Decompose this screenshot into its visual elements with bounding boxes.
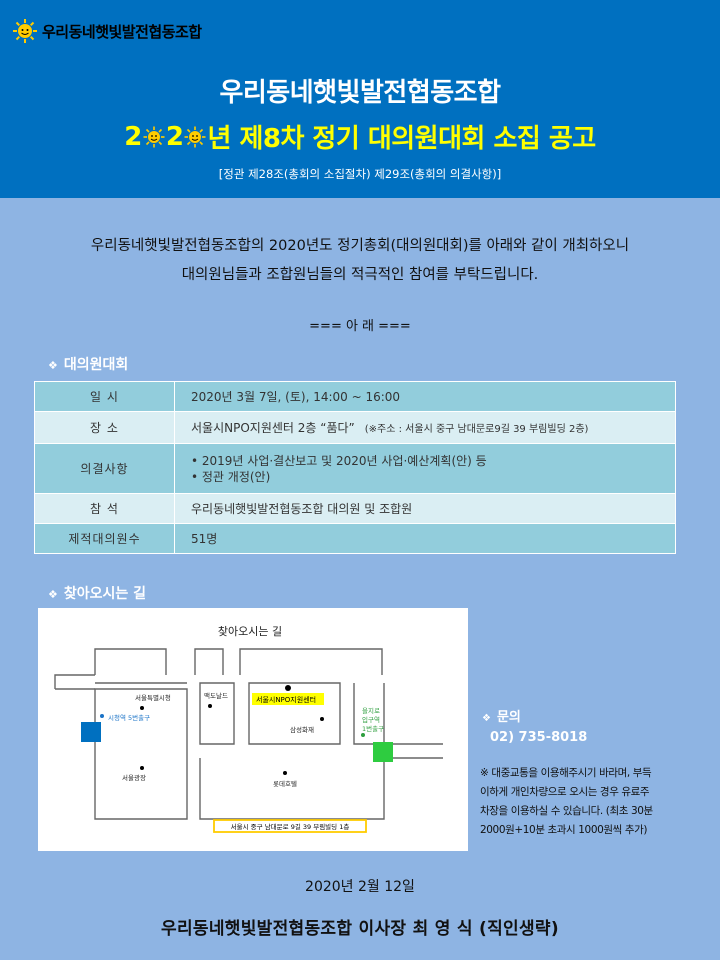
euljiro-label: 을지로 xyxy=(362,706,380,715)
location-dot-icon xyxy=(208,704,212,708)
diamond-bullet-icon: ❖ xyxy=(482,713,491,724)
notice-title-part: 2 xyxy=(124,121,142,152)
transit-line: 2000원+10분 초과시 1000원씩 추가) xyxy=(480,824,648,836)
contact-title: 문의 xyxy=(496,710,521,725)
venue-address-note: (※주소 : 서울시 중구 남대문로9길 39 부림빌딩 2층) xyxy=(364,424,589,435)
below-divider: === 아 래 === xyxy=(309,319,411,334)
map-address: 서울시 중구 남대문로 9길 39 부림빌딩 1층 xyxy=(231,822,350,831)
meeting-info-table: 일 시 2020년 3월 7일, (토), 14:00 ~ 16:00 장 소 … xyxy=(34,381,676,554)
logo: 우리동네햇빛발전협동조합 xyxy=(12,18,202,44)
samsung-label: 삼성화재 xyxy=(290,725,314,734)
plaza-label: 서울광장 xyxy=(122,773,146,782)
directions-section-heading: ❖ 찾아오시는 길 xyxy=(48,583,146,603)
map-streets xyxy=(54,648,443,820)
location-dot-icon xyxy=(140,766,144,770)
directions-section-title: 찾아오시는 길 xyxy=(63,586,147,602)
row-label: 의결사항 xyxy=(34,443,175,494)
table-row: 제적대의원수 51명 xyxy=(34,523,676,554)
notice-title-part: 2 xyxy=(165,121,184,152)
header-banner: 우리동네햇빛발전협동조합 우리동네햇빛발전협동조합 2 2 xyxy=(0,0,720,198)
notice-title: 2 2 년 제8차 정기 대의원대회 소집 공고 xyxy=(0,118,720,155)
transit-note: ※ 대중교통을 이용해주시기 바라며, 부득 이하게 개인차량으로 오시는 경우… xyxy=(480,764,712,840)
exit-point-icon xyxy=(100,714,104,718)
npo-center-label: 서울시NPO지원센터 xyxy=(256,695,316,704)
notice-date: 2020년 2월 12일 xyxy=(305,879,415,895)
organization-title: 우리동네햇빛발전협동조합 xyxy=(219,78,501,108)
map-drawing: 찾아오시는 길 시청역 5번출구 서울특별시청 맥도날드 서울시NPO지원센터 xyxy=(54,625,443,833)
row-value: 서울시NPO지원센터 2층 “품다” (※주소 : 서울시 중구 남대문로9길 3… xyxy=(174,411,676,444)
agenda-item: • 2019년 사업·결산보고 및 2020년 사업·예산계획(안) 등 xyxy=(191,453,487,468)
row-label: 장 소 xyxy=(34,411,175,444)
cityhall-station-marker xyxy=(81,722,101,742)
notice-title-part: 년 제8차 정기 대의원대회 소집 공고 xyxy=(207,124,596,154)
location-dot-icon xyxy=(320,717,324,721)
euljiro-label: 입구역 xyxy=(362,715,380,724)
venue-text: 서울시NPO지원센터 2층 “품다” xyxy=(191,421,355,435)
location-dot-icon xyxy=(140,706,144,710)
npo-center-dot-icon xyxy=(285,685,291,691)
meeting-section-title: 대의원대회 xyxy=(63,357,129,373)
transit-line: ※ 대중교통을 이용해주시기 바라며, 부득 xyxy=(480,767,652,779)
intro-line: 대의원님들과 조합원님들의 적극적인 참여를 부탁드립니다. xyxy=(181,267,539,283)
diamond-bullet-icon: ❖ xyxy=(48,588,58,601)
contact-heading: ❖ 문의 xyxy=(482,706,521,725)
table-row: 일 시 2020년 3월 7일, (토), 14:00 ~ 16:00 xyxy=(34,381,676,412)
directions-map: 찾아오시는 길 시청역 5번출구 서울특별시청 맥도날드 서울시NPO지원센터 xyxy=(38,608,468,851)
meeting-section-heading: ❖ 대의원대회 xyxy=(48,354,128,374)
row-value: 우리동네햇빛발전협동조합 대의원 및 조합원 xyxy=(174,493,676,524)
sun-zero-icon xyxy=(143,126,165,147)
row-label: 일 시 xyxy=(34,381,175,412)
sun-zero-icon xyxy=(184,126,206,147)
row-value: • 2019년 사업·결산보고 및 2020년 사업·예산계획(안) 등 • 정… xyxy=(174,443,676,494)
signature-line: 우리동네햇빛발전협동조합 이사장 최 영 식 (직인생략) xyxy=(161,919,559,939)
euljiro-label: 1번출구 xyxy=(362,724,384,733)
row-value: 51명 xyxy=(174,523,676,554)
transit-line: 차장을 이용하실 수 있습니다. (최초 30분 xyxy=(480,805,653,817)
cityhall-exit-label: 시청역 5번출구 xyxy=(108,713,150,722)
table-row: 장 소 서울시NPO지원센터 2층 “품다” (※주소 : 서울시 중구 남대문로… xyxy=(34,411,676,444)
sun-logo-icon xyxy=(13,19,37,43)
location-dot-icon xyxy=(283,771,287,775)
intro-line: 우리동네햇빛발전협동조합의 2020년도 정기총회(대의원대회)를 아래와 같이… xyxy=(90,238,630,254)
map-title: 찾아오시는 길 xyxy=(218,625,282,638)
npo-center-highlight xyxy=(252,693,324,705)
logo-text: 우리동네햇빛발전협동조합 xyxy=(42,22,202,41)
mcdonalds-label: 맥도날드 xyxy=(204,691,228,700)
table-row: 참 석 우리동네햇빛발전협동조합 대의원 및 조합원 xyxy=(34,493,676,524)
transit-line: 이하게 개인차량으로 오시는 경우 유료주 xyxy=(480,786,650,798)
legal-reference: [정관 제28조(총회의 소집절차) 제29조(총회의 의결사항)] xyxy=(218,167,502,181)
exit-point-icon xyxy=(361,733,365,737)
address-box xyxy=(213,819,367,833)
diamond-bullet-icon: ❖ xyxy=(48,359,58,372)
contact-phone: 02) 735-8018 xyxy=(490,730,588,745)
row-label: 제적대의원수 xyxy=(34,523,175,554)
euljiro-station-marker xyxy=(373,742,393,762)
agenda-item: • 정관 개정(안) xyxy=(191,469,271,484)
lotte-label: 롯데호텔 xyxy=(273,780,297,788)
row-value: 2020년 3월 7일, (토), 14:00 ~ 16:00 xyxy=(174,381,676,412)
cityhall-label: 서울특별시청 xyxy=(135,693,171,702)
table-row: 의결사항 • 2019년 사업·결산보고 및 2020년 사업·예산계획(안) … xyxy=(34,443,676,494)
intro-paragraph: 우리동네햇빛발전협동조합의 2020년도 정기총회(대의원대회)를 아래와 같이… xyxy=(0,232,720,290)
row-label: 참 석 xyxy=(34,493,175,524)
